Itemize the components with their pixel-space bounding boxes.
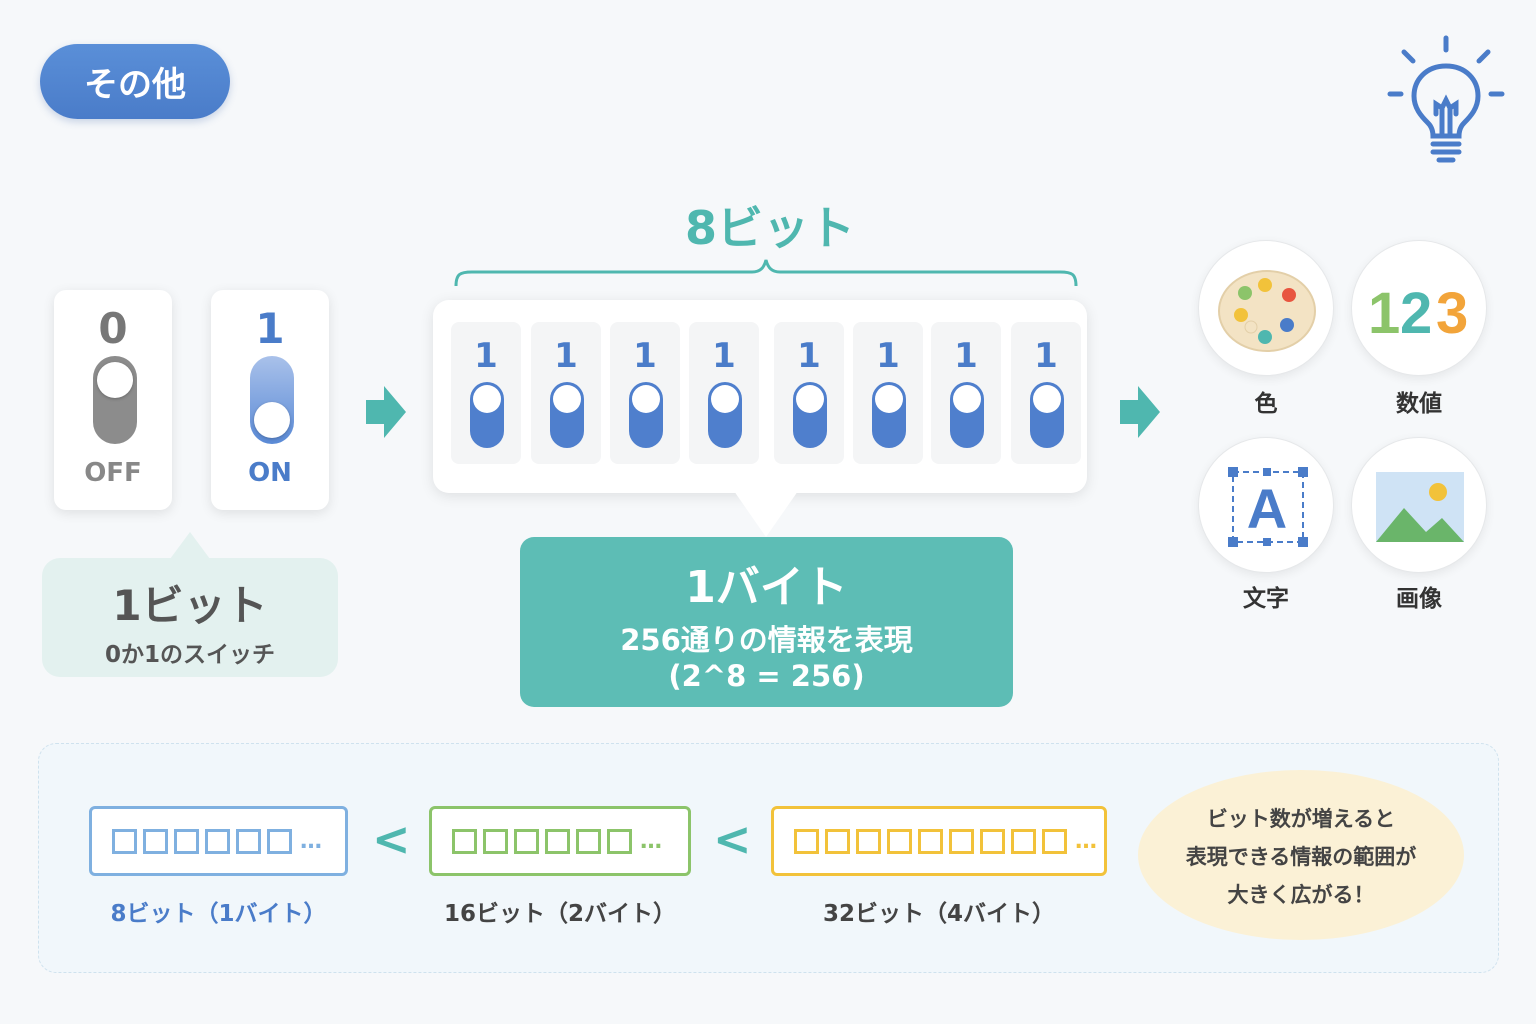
bit-off-card: 0 OFF [54, 290, 172, 510]
size-label-16bit: 16ビット（2バイト） [443, 901, 676, 927]
bit-square [143, 828, 168, 854]
bit-square [887, 828, 912, 854]
arrow-right-icon [1120, 386, 1160, 438]
less-than-sign: < [372, 812, 411, 866]
bit-square [576, 828, 601, 854]
svg-text:3: 3 [1436, 281, 1468, 346]
palette-icon [1218, 270, 1316, 352]
bit-square [236, 828, 261, 854]
letter-icon: A [1228, 467, 1308, 547]
output-text: A [1198, 437, 1334, 573]
note-line: ビット数が増えると [1206, 807, 1396, 831]
byte-desc: 256通りの情報を表現 [620, 623, 913, 657]
ellipsis: … [640, 828, 663, 854]
bit-on-digit: 1 [255, 304, 285, 353]
numbers-icon: 1 2 3 [1368, 281, 1468, 346]
off-label: OFF [84, 458, 142, 488]
note-cloud: ビット数が増えると 表現できる情報の範囲が 大きく広がる！ [1138, 770, 1464, 940]
bit-square [452, 828, 477, 854]
bit-square [794, 828, 819, 854]
lightbulb-icon [1387, 35, 1505, 163]
bit-slot[interactable]: 1 [610, 322, 680, 464]
image-icon [1376, 472, 1464, 542]
bit-square [174, 828, 199, 854]
on-toggle[interactable] [250, 356, 294, 444]
bit-square [112, 828, 137, 854]
bit-square [856, 828, 881, 854]
bit-square [267, 828, 292, 854]
svg-text:1: 1 [1368, 281, 1400, 346]
note-line: 大きく広がる！ [1227, 883, 1375, 907]
output-text-label: 文字 [1243, 586, 1289, 612]
bit-on-card: 1 ON [211, 290, 329, 510]
bit-slot[interactable]: 1 [931, 322, 1001, 464]
size-label-8bit: 8ビット（1バイト） [110, 901, 327, 927]
off-toggle[interactable] [93, 356, 137, 444]
ellipsis: … [300, 828, 323, 854]
byte-header: 8ビット [684, 201, 855, 255]
bit-bubble-title: 1ビット [112, 581, 268, 630]
bit-slot[interactable]: 1 [451, 322, 521, 464]
panel-pointer [734, 491, 798, 537]
ellipsis: … [1075, 828, 1098, 854]
note-line: 表現できる情報の範囲が [1185, 845, 1417, 869]
size-box-8bit: … [89, 806, 348, 876]
bit-square [545, 828, 570, 854]
svg-text:2: 2 [1400, 281, 1432, 346]
bit-bubble: 1ビット 0か1のスイッチ [42, 532, 338, 677]
bit-square [514, 828, 539, 854]
output-image [1351, 437, 1487, 573]
bit-square [483, 828, 508, 854]
bit-square [980, 828, 1005, 854]
brace-shape [454, 259, 1078, 287]
less-than-sign: < [713, 812, 752, 866]
output-number-label: 数値 [1396, 391, 1442, 417]
output-image-label: 画像 [1396, 586, 1442, 612]
bit-slot[interactable]: 1 [853, 322, 923, 464]
size-box-32bit: … [771, 806, 1107, 876]
bit-slot[interactable]: 1 [689, 322, 759, 464]
bit-square [825, 828, 850, 854]
bit-slot[interactable]: 1 [774, 322, 844, 464]
output-color [1198, 240, 1334, 376]
byte-title: 1バイト [685, 562, 848, 613]
bit-off-digit: 0 [98, 304, 128, 353]
bit-square [205, 828, 230, 854]
bit-square [1042, 828, 1067, 854]
arrow-right-icon [366, 386, 406, 438]
bit-slot[interactable]: 1 [1011, 322, 1081, 464]
on-label: ON [248, 458, 292, 488]
size-box-16bit: … [429, 806, 691, 876]
bit-square [1011, 828, 1036, 854]
bit-slot[interactable]: 1 [531, 322, 601, 464]
output-number: 1 2 3 [1351, 240, 1487, 376]
bit-bubble-subtitle: 0か1のスイッチ [104, 642, 275, 668]
bit-square [918, 828, 943, 854]
size-label-32bit: 32ビット（4バイト） [822, 901, 1055, 927]
byte-panel: 1 1 1 1 1 1 1 1 [433, 300, 1087, 493]
bit-square [607, 828, 632, 854]
output-color-label: 色 [1254, 391, 1278, 417]
bit-square [949, 828, 974, 854]
category-badge: その他 [40, 44, 230, 119]
byte-box: 1バイト 256通りの情報を表現 (2^8 = 256) [520, 537, 1013, 707]
svg-text:A: A [1247, 477, 1287, 540]
byte-formula: (2^8 = 256) [668, 659, 865, 693]
